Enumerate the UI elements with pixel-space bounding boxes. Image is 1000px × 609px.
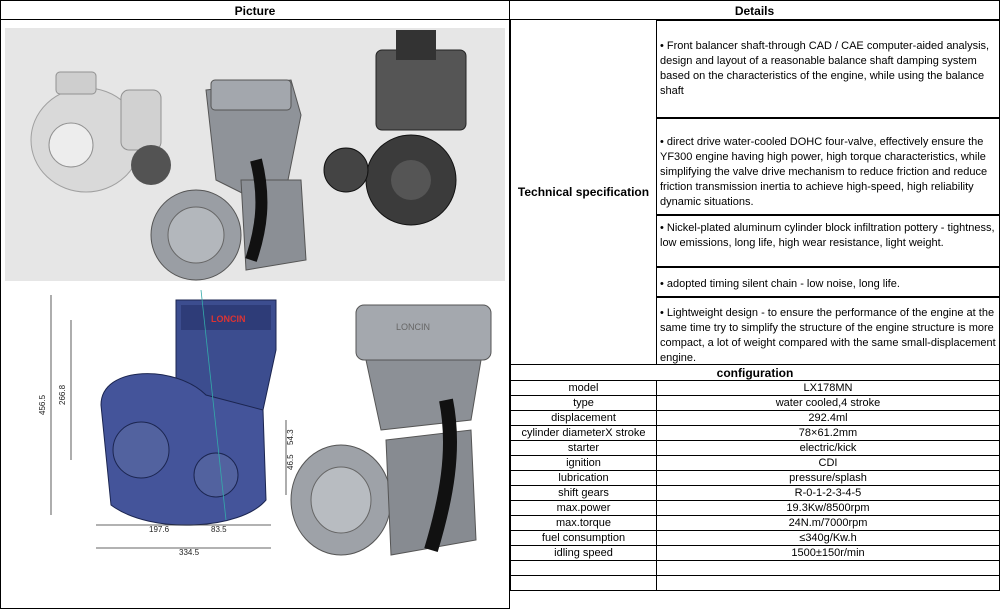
- config-value: 19.3Kw/8500rpm: [657, 501, 1000, 516]
- dim-width-total: 334.5: [179, 548, 200, 557]
- spec-balancer-shaft: • Front balancer shaft-through CAD / CAE…: [657, 20, 1000, 118]
- config-row: fuel consumption≤340g/Kw.h: [510, 531, 1000, 546]
- config-row: [510, 561, 1000, 576]
- picture-header: Picture: [0, 0, 510, 20]
- config-key: ignition: [510, 456, 657, 471]
- config-row: [510, 576, 1000, 591]
- config-key: model: [510, 381, 657, 396]
- details-header: Details: [510, 0, 1000, 20]
- config-value: R-0-1-2-3-4-5: [657, 486, 1000, 501]
- config-value: 1500±150r/min: [657, 546, 1000, 561]
- engine-dimension-drawing: LONCIN 456.5 266.8 197.6 83.5 334.5 46.5: [38, 289, 295, 557]
- config-value: ≤340g/Kw.h: [657, 531, 1000, 546]
- dim-height-upper: 266.8: [58, 384, 67, 405]
- spec-cylinder-block: • Nickel-plated aluminum cylinder block …: [657, 215, 1000, 267]
- engine-right-image: [323, 30, 467, 226]
- config-value: [657, 576, 1000, 591]
- engine-illustration: LONCIN 456.5 266.8 197.6 83.5 334.5 46.5: [5, 28, 505, 557]
- config-key: max.power: [510, 501, 657, 516]
- config-value: [657, 561, 1000, 576]
- config-key: lubrication: [510, 471, 657, 486]
- config-value: 24N.m/7000rpm: [657, 516, 1000, 531]
- config-key: cylinder diameterX stroke: [510, 426, 657, 441]
- technical-specification-label: Technical specification: [510, 20, 657, 365]
- config-value: CDI: [657, 456, 1000, 471]
- picture-area: LONCIN 456.5 266.8 197.6 83.5 334.5 46.5: [0, 20, 510, 609]
- config-key: [510, 561, 657, 576]
- config-value: LX178MN: [657, 381, 1000, 396]
- photo-brand: LONCIN: [396, 322, 430, 332]
- config-key: displacement: [510, 411, 657, 426]
- config-key: type: [510, 396, 657, 411]
- config-value: water cooled,4 stroke: [657, 396, 1000, 411]
- engine-left-image: [30, 71, 171, 193]
- engine-center-image: [150, 79, 307, 281]
- spec-lightweight: • Lightweight design - to ensure the per…: [657, 297, 1000, 365]
- dim-height-total: 456.5: [38, 394, 47, 415]
- config-key: starter: [510, 441, 657, 456]
- config-key: shift gears: [510, 486, 657, 501]
- drawing-brand: LONCIN: [211, 314, 246, 324]
- dim-side-upper: 54.3: [286, 429, 295, 445]
- spec-dohc-valve: • direct drive water-cooled DOHC four-va…: [657, 118, 1000, 215]
- config-key: [510, 576, 657, 591]
- spec-timing-chain: • adopted timing silent chain - low nois…: [657, 267, 1000, 297]
- config-value: pressure/splash: [657, 471, 1000, 486]
- engine-bottom-right-image: LONCIN: [290, 304, 492, 556]
- dim-width-right: 83.5: [211, 525, 227, 534]
- config-value: 292.4ml: [657, 411, 1000, 426]
- dim-side-lower: 46.5: [286, 454, 295, 470]
- config-value: 78×61.2mm: [657, 426, 1000, 441]
- configuration-title: configuration: [510, 365, 1000, 381]
- dim-width-left: 197.6: [149, 525, 170, 534]
- config-value: electric/kick: [657, 441, 1000, 456]
- config-key: fuel consumption: [510, 531, 657, 546]
- config-key: idling speed: [510, 546, 657, 561]
- config-key: max.torque: [510, 516, 657, 531]
